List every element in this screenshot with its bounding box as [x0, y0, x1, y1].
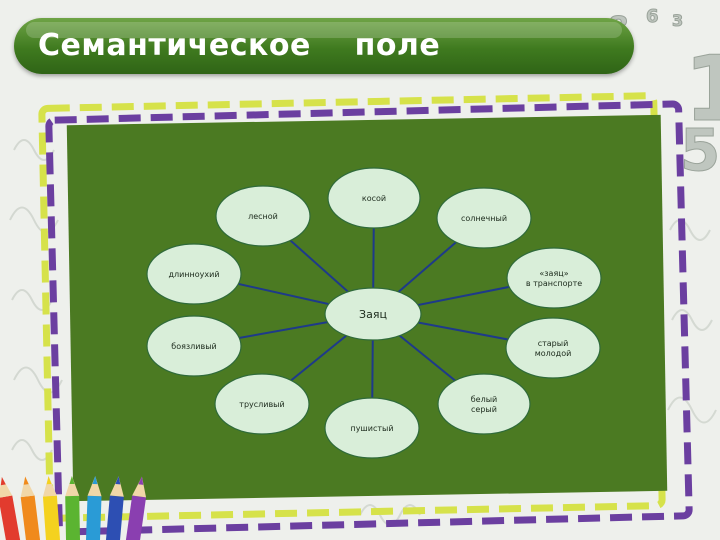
center-node: Заяц: [324, 287, 422, 341]
concept-node: «заяц»в транспорте: [506, 247, 602, 309]
page-title: Семантическое поле: [38, 28, 441, 63]
concept-node-label: белый: [471, 395, 497, 404]
concept-node-label: пушистый: [350, 424, 393, 433]
pencil: [20, 476, 41, 540]
pencil: [42, 476, 61, 540]
decorative-number: 3: [672, 11, 683, 30]
concept-node-label: боязливый: [171, 342, 216, 351]
concept-node: лесной: [215, 185, 311, 247]
concept-node-ellipse: [505, 317, 601, 379]
center-label: Заяц: [359, 308, 387, 321]
concept-node: трусливый: [214, 373, 310, 435]
concept-node: косой: [327, 167, 421, 229]
concept-node-ellipse: [324, 397, 420, 459]
decorative-number: 5: [680, 116, 720, 180]
concept-node-label: солнечный: [461, 214, 507, 223]
concept-node: солнечный: [436, 187, 532, 249]
concept-node: длинноухий: [146, 243, 242, 305]
concept-node-ellipse: [506, 247, 602, 309]
pencil: [0, 476, 21, 540]
concept-node-ellipse: [215, 185, 311, 247]
concept-node-label: трусливый: [239, 400, 284, 409]
concept-node-ellipse: [436, 187, 532, 249]
concept-node-ellipse: [437, 373, 531, 435]
nodes: косой солнечный «заяц»в транспорте старыймо…: [146, 167, 602, 459]
pencil: [65, 476, 81, 540]
concept-node-label: лесной: [248, 212, 278, 221]
concept-node-label: косой: [362, 194, 386, 203]
decorative-number: 1: [684, 37, 720, 142]
pencil: [105, 476, 124, 540]
center-ellipse: [324, 287, 422, 341]
concept-node-label: молодой: [535, 349, 572, 358]
concept-node-ellipse: [214, 373, 310, 435]
pencil: [125, 476, 147, 540]
decorative-number: 6: [646, 6, 659, 27]
concept-node-label: «заяц»: [539, 269, 568, 278]
concept-node-ellipse: [146, 243, 242, 305]
concept-node-label: в транспорте: [526, 279, 582, 288]
concept-node-label: старый: [538, 339, 569, 348]
concept-node-label: серый: [471, 405, 497, 414]
pencil: [85, 476, 102, 540]
title-banner: [14, 18, 634, 74]
concept-node: боязливый: [146, 315, 242, 377]
concept-node-label: длинноухий: [168, 270, 219, 279]
concept-node: пушистый: [324, 397, 420, 459]
concept-node-ellipse: [146, 315, 242, 377]
concept-node-ellipse: [327, 167, 421, 229]
outer-purple-dashes: [45, 100, 693, 536]
pencils-decoration: [0, 476, 147, 540]
